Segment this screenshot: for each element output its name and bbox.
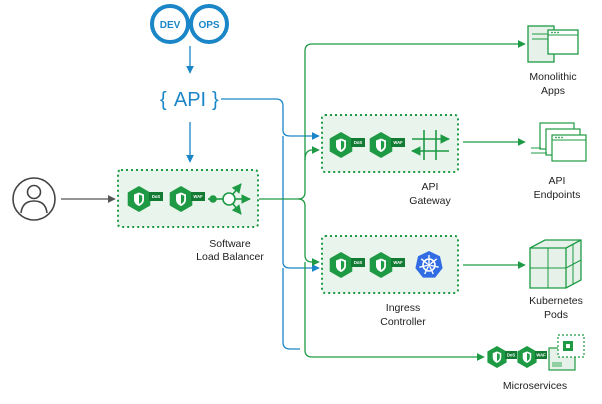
api-gateway-label-line2: Gateway bbox=[409, 195, 451, 207]
api-gateway-box: DoS WAF bbox=[321, 114, 459, 173]
lb-to-gateway-arrow bbox=[304, 146, 320, 161]
waf-badge: WAF bbox=[391, 258, 405, 267]
pods-label-line2: Pods bbox=[544, 309, 568, 321]
microservices-node: DoS WAF bbox=[487, 334, 585, 371]
load-balancer-label-line1: Software bbox=[209, 238, 251, 250]
shield-icon bbox=[487, 345, 507, 369]
waf-badge: WAF bbox=[191, 192, 205, 201]
shield-icon bbox=[517, 345, 537, 369]
svg-text:DoS: DoS bbox=[354, 140, 363, 145]
endpoints-label-line2: Endpoints bbox=[534, 189, 581, 201]
lb-to-ingress-arrow bbox=[297, 198, 320, 266]
svg-text:WAF: WAF bbox=[536, 353, 546, 358]
devops-ops-label: OPS bbox=[198, 20, 219, 31]
ingress-box: DoS WAF bbox=[321, 235, 459, 294]
api-right-brace: } bbox=[212, 89, 219, 111]
svg-text:WAF: WAF bbox=[393, 260, 403, 265]
lb-to-monolithic-arrow bbox=[259, 40, 526, 200]
dos-badge: DoS bbox=[351, 138, 365, 147]
waf-badge: WAF bbox=[391, 138, 405, 147]
api-to-ingress-arrow bbox=[282, 136, 320, 272]
container-cubes-icon bbox=[529, 239, 582, 289]
devops-dev-label: DEV bbox=[160, 20, 181, 31]
pods-label-line1: Kubernetes bbox=[529, 295, 583, 307]
microservice-chip-icon bbox=[548, 334, 585, 371]
traffic-distribution-icon bbox=[208, 183, 251, 215]
devops-ops-ring bbox=[189, 4, 229, 44]
load-balancer-label-line2: Load Balancer bbox=[196, 251, 264, 263]
svg-text:WAF: WAF bbox=[393, 140, 403, 145]
gateway-arrows-icon bbox=[411, 130, 450, 160]
devops-dev-ring bbox=[150, 4, 190, 44]
dos-badge: DoS bbox=[149, 192, 163, 201]
connectors bbox=[61, 40, 526, 361]
api-to-microservices-arrow bbox=[282, 268, 300, 350]
api-label: API bbox=[174, 89, 206, 111]
dos-badge: DoS bbox=[351, 258, 365, 267]
monolithic-label-line2: Apps bbox=[541, 85, 565, 97]
devops-logo: DEV OPS bbox=[150, 4, 229, 44]
svg-text:DoS: DoS bbox=[507, 353, 516, 358]
ingress-label-line2: Controller bbox=[380, 316, 426, 328]
user-icon bbox=[12, 177, 56, 221]
ingress-label-line1: Ingress bbox=[386, 302, 420, 314]
api-node: { API } bbox=[160, 89, 219, 111]
api-to-gateway-arrow bbox=[221, 98, 320, 140]
endpoints-label-line1: API bbox=[549, 175, 566, 187]
stacked-windows-icon bbox=[531, 122, 587, 162]
svg-text:DoS: DoS bbox=[152, 194, 161, 199]
lb-to-microservices-arrow bbox=[304, 262, 485, 361]
api-gateway-label-line1: API bbox=[422, 181, 439, 193]
api-left-brace: { bbox=[160, 89, 167, 111]
microservices-label: Microservices bbox=[503, 380, 567, 392]
waf-badge: WAF bbox=[535, 351, 547, 359]
svg-text:DoS: DoS bbox=[354, 260, 363, 265]
kubernetes-icon bbox=[415, 251, 443, 278]
load-balancer-box: DoS WAF bbox=[117, 169, 259, 228]
dos-badge: DoS bbox=[505, 351, 517, 359]
server-window-icon bbox=[527, 25, 579, 63]
svg-text:WAF: WAF bbox=[193, 194, 203, 199]
monolithic-label-line1: Monolithic bbox=[529, 71, 576, 83]
